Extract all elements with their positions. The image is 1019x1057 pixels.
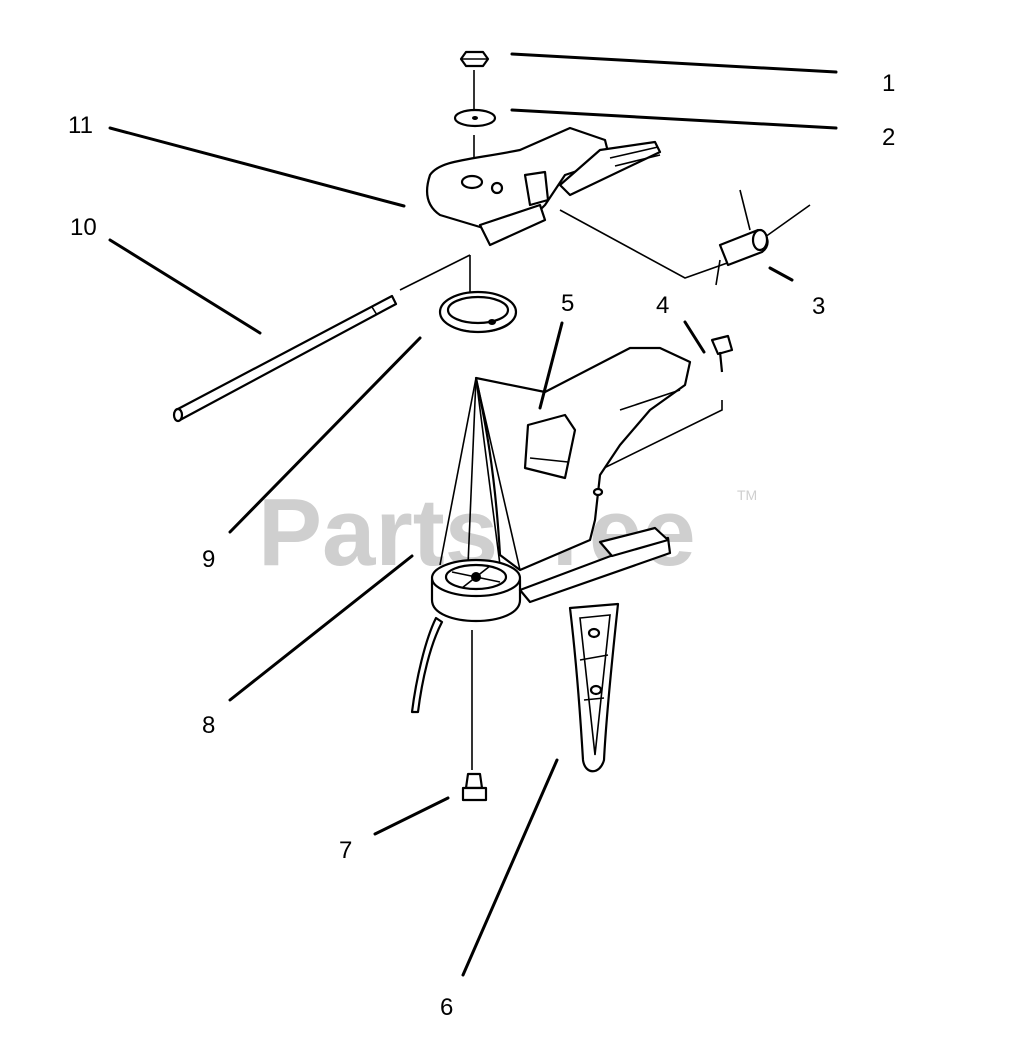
callout-11[interactable]: 11 <box>68 112 93 139</box>
part-chute-body[interactable] <box>439 346 692 572</box>
part-pin-spring[interactable] <box>715 189 769 286</box>
leader-lines <box>108 52 838 977</box>
callout-3[interactable]: 3 <box>812 293 825 320</box>
part-spring-coil[interactable] <box>438 290 518 334</box>
part-shoulder-bolt[interactable] <box>461 772 488 802</box>
callout-10[interactable]: 10 <box>70 214 97 241</box>
callout-9[interactable]: 9 <box>202 546 215 573</box>
callout-5[interactable]: 5 <box>561 290 574 317</box>
callout-4[interactable]: 4 <box>656 292 669 319</box>
callout-2[interactable]: 2 <box>882 124 895 151</box>
callout-7[interactable]: 7 <box>339 837 352 864</box>
part-nut[interactable] <box>459 50 490 68</box>
callout-labels: 1 2 3 4 5 6 7 8 9 10 11 <box>68 70 895 1021</box>
part-washer[interactable] <box>453 108 497 128</box>
part-chute-deflector-top[interactable] <box>425 126 811 279</box>
part-paddle[interactable] <box>568 602 620 773</box>
part-rod[interactable] <box>172 254 471 423</box>
callout-6[interactable]: 6 <box>440 994 453 1021</box>
part-pulley-belt[interactable] <box>410 526 672 714</box>
callout-8[interactable]: 8 <box>202 712 215 739</box>
watermark-trademark: TM <box>737 487 757 503</box>
callout-1[interactable]: 1 <box>882 70 895 97</box>
